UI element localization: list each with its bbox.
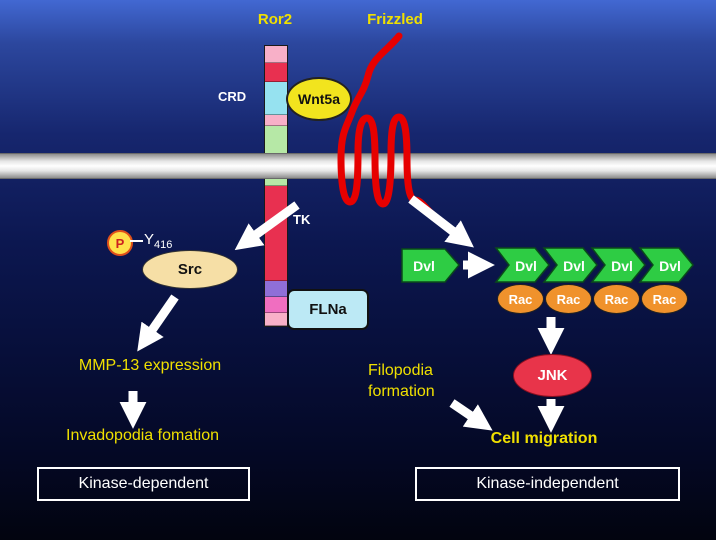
frizzled-receptor-curve <box>337 32 437 219</box>
arrow-src-to-mmp13 <box>137 294 179 352</box>
phospho-bond-line <box>130 240 143 242</box>
phospho-p-label: P <box>115 235 125 251</box>
dvl-row-label-4: Dvl <box>659 258 681 274</box>
filopodia-formation-text: Filopodia formation <box>368 360 488 402</box>
jnk-kinase: JNK <box>513 354 592 397</box>
ror2-segment-linker <box>265 115 287 126</box>
dvl-row-label-1: Dvl <box>515 258 537 274</box>
ror2-segment-tail <box>265 313 287 326</box>
tk-label: TK <box>293 212 311 227</box>
dvl-single-chevron <box>401 248 460 283</box>
filopodia-line1: Filopodia <box>368 362 433 379</box>
ror2-segment-ig <box>265 63 287 82</box>
crd-label: CRD <box>218 89 247 104</box>
rac-node-2: Rac <box>545 284 592 314</box>
ror2-title: Ror2 <box>257 11 293 28</box>
ror2-segment-top <box>265 46 287 63</box>
dvl-row-chevron-1 <box>494 247 550 283</box>
rac-node-4: Rac <box>641 284 688 314</box>
dvl-row-label-3: Dvl <box>611 258 633 274</box>
dvl-row-chevron-4 <box>638 247 694 283</box>
frizzled-title: Frizzled <box>367 11 423 28</box>
kinase-dependent-box: Kinase-dependent <box>37 467 250 501</box>
dvl-row-label-2: Dvl <box>563 258 585 274</box>
flna-label: FLNa <box>309 301 347 318</box>
jnk-label: JNK <box>537 367 568 384</box>
invadopodia-formation-text: Invadopodia fomation <box>66 427 219 444</box>
ror2-segment-proline-rich <box>265 297 287 313</box>
flna-scaffold: FLNa <box>287 289 369 330</box>
kinase-dependent-label: Kinase-dependent <box>78 475 209 492</box>
rac-label-4: Rac <box>652 291 677 307</box>
rac-label-1: Rac <box>508 291 533 307</box>
wnt5a-ligand: Wnt5a <box>286 77 352 121</box>
plasma-membrane <box>0 153 716 179</box>
kinase-independent-box: Kinase-independent <box>415 467 680 501</box>
residue-number: 416 <box>154 239 173 251</box>
dvl-single-label: Dvl <box>413 258 435 274</box>
src-label: Src <box>177 261 203 278</box>
rac-label-3: Rac <box>604 291 629 307</box>
src-kinase: Src <box>142 250 238 289</box>
ror2-segment-crd <box>265 82 287 115</box>
rac-label-2: Rac <box>556 291 581 307</box>
arrow-filopodia-to-cell-migration <box>449 399 493 431</box>
ror2-segment-tk <box>265 186 287 281</box>
residue-letter: Y <box>144 231 155 248</box>
wnt5a-label: Wnt5a <box>298 91 340 107</box>
phospho-residue-label: Y416 <box>144 231 172 251</box>
filopodia-line2: formation <box>368 383 435 400</box>
ror2-receptor <box>264 45 288 327</box>
ror2-segment-ser-thr <box>265 281 287 297</box>
kinase-independent-label: Kinase-independent <box>476 475 619 492</box>
arrow-frizzled-to-dvl <box>408 195 474 248</box>
mmp13-expression-text: MMP-13 expression <box>78 357 222 374</box>
phospho-circle: P <box>107 230 133 256</box>
rac-node-1: Rac <box>497 284 544 314</box>
rac-node-3: Rac <box>593 284 640 314</box>
dvl-row-chevron-3 <box>590 247 646 283</box>
cell-migration-text: Cell migration <box>490 430 598 447</box>
dvl-row-chevron-2 <box>542 247 598 283</box>
